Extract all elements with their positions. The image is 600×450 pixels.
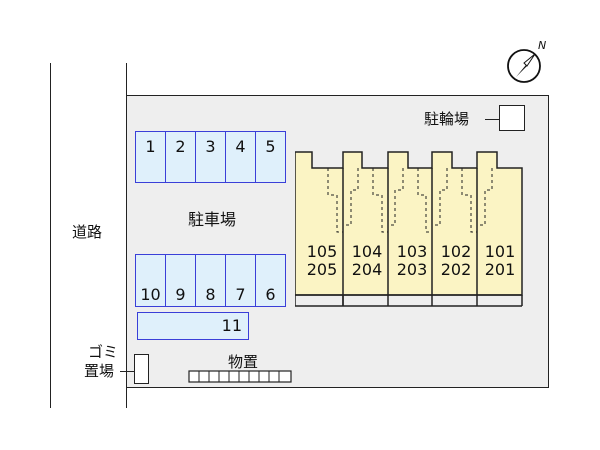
parking-space-label: 6 bbox=[265, 285, 276, 304]
unit-number-lower: 204 bbox=[351, 260, 383, 279]
unit-label: 102 202 bbox=[434, 243, 478, 279]
unit-number-upper: 102 bbox=[440, 242, 472, 261]
parking-label: 駐車場 bbox=[188, 210, 237, 229]
unit-number-upper: 105 bbox=[306, 242, 338, 261]
road-label: 道路 bbox=[72, 223, 103, 241]
parking-space-label: 8 bbox=[205, 285, 216, 304]
parking-space-3[interactable]: 3 bbox=[195, 131, 226, 183]
parking-space-label: 5 bbox=[265, 137, 276, 156]
parking-space-1[interactable]: 1 bbox=[135, 131, 166, 183]
parking-space-5[interactable]: 5 bbox=[255, 131, 286, 183]
unit-label: 105 205 bbox=[300, 243, 344, 279]
garbage-area-label-line2: 置場 bbox=[84, 362, 115, 380]
unit-number-upper: 101 bbox=[484, 242, 516, 261]
parking-space-11[interactable]: 11 bbox=[137, 312, 249, 340]
bicycle-parking-area bbox=[499, 105, 525, 131]
apartment-building bbox=[295, 151, 523, 307]
compass-north-icon: N bbox=[507, 39, 546, 83]
unit-number-upper: 104 bbox=[351, 242, 383, 261]
parking-space-7[interactable]: 7 bbox=[225, 254, 256, 307]
storage-shed bbox=[188, 370, 292, 383]
parking-space-9[interactable]: 9 bbox=[165, 254, 196, 307]
unit-number-lower: 205 bbox=[306, 260, 338, 279]
garbage-area-leader-line bbox=[120, 371, 134, 372]
unit-label: 101 201 bbox=[478, 243, 522, 279]
unit-number-upper: 103 bbox=[396, 242, 428, 261]
bicycle-parking-leader-line bbox=[485, 119, 500, 120]
unit-number-lower: 203 bbox=[396, 260, 428, 279]
parking-space-label: 2 bbox=[175, 137, 186, 156]
compass-letter: N bbox=[538, 39, 546, 52]
parking-space-6[interactable]: 6 bbox=[255, 254, 286, 307]
storage-label: 物置 bbox=[228, 353, 259, 371]
unit-label: 104 204 bbox=[345, 243, 389, 279]
parking-space-label: 3 bbox=[205, 137, 216, 156]
garbage-area-label-line1: ゴミ bbox=[88, 343, 119, 361]
garbage-area bbox=[134, 354, 149, 384]
road-edge-left bbox=[50, 63, 51, 408]
parking-space-2[interactable]: 2 bbox=[165, 131, 196, 183]
parking-space-label: 9 bbox=[175, 285, 186, 304]
bicycle-parking-label: 駐輪場 bbox=[424, 110, 470, 128]
parking-space-label: 4 bbox=[235, 137, 246, 156]
parking-space-label: 11 bbox=[221, 316, 242, 335]
parking-space-4[interactable]: 4 bbox=[225, 131, 256, 183]
parking-space-8[interactable]: 8 bbox=[195, 254, 226, 307]
unit-number-lower: 202 bbox=[440, 260, 472, 279]
parking-space-10[interactable]: 10 bbox=[135, 254, 166, 307]
unit-label: 103 203 bbox=[390, 243, 434, 279]
parking-space-label: 7 bbox=[235, 285, 246, 304]
unit-number-lower: 201 bbox=[484, 260, 516, 279]
parking-space-label: 10 bbox=[140, 285, 161, 304]
parking-space-label: 1 bbox=[145, 137, 156, 156]
